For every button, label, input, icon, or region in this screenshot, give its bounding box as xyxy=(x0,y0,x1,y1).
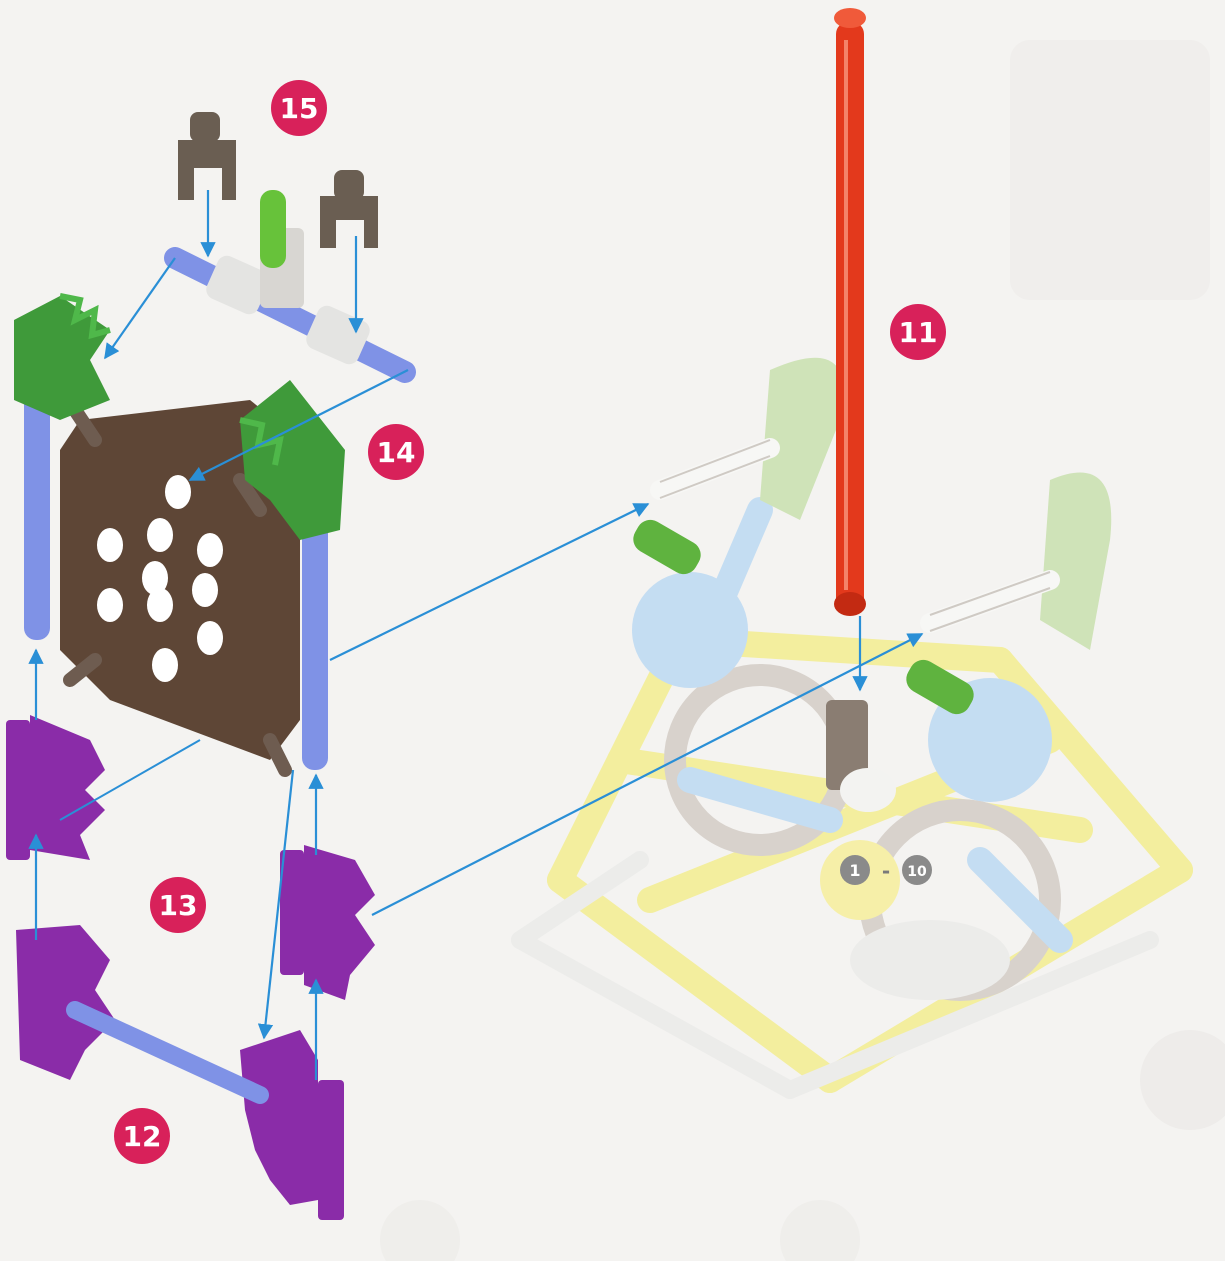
ghost-white-hub xyxy=(840,768,896,812)
step-badge-11: 11 xyxy=(890,304,946,360)
step-badge-14-text: 14 xyxy=(377,436,416,469)
step-badge-15-text: 15 xyxy=(280,92,319,125)
step-badge-12-text: 12 xyxy=(123,1120,162,1153)
blue-rod-right xyxy=(302,520,328,770)
top-subassembly xyxy=(175,112,405,372)
range-start-text: 1 xyxy=(849,861,860,880)
step-badge-12: 12 xyxy=(114,1108,170,1164)
ghost-green-connector-left xyxy=(628,515,706,579)
blue-rod-left xyxy=(24,380,50,640)
red-rod xyxy=(834,8,866,616)
purple-connector-bottom-right xyxy=(240,1030,344,1220)
step-badge-13-text: 13 xyxy=(159,889,198,922)
purple-connector-lower-left xyxy=(16,925,115,1080)
step-badge-13: 13 xyxy=(150,877,206,933)
step-badge-11-text: 11 xyxy=(899,316,938,349)
step-badge-14: 14 xyxy=(368,424,424,480)
green-connector-small xyxy=(260,190,286,268)
ghost-green-gears xyxy=(760,358,1111,650)
step-badge-15: 15 xyxy=(271,80,327,136)
left-subassembly xyxy=(6,296,375,1220)
previous-steps-range: 1 - 10 xyxy=(840,855,932,885)
purple-connector-upper-left xyxy=(6,715,105,860)
blue-rod-bottom xyxy=(75,1010,260,1095)
purple-connector-middle-right xyxy=(280,845,375,1000)
dark-clip-left xyxy=(178,112,236,200)
dark-clip-right xyxy=(320,170,378,248)
range-end-text: 10 xyxy=(907,864,927,880)
range-separator-text: - xyxy=(882,859,890,883)
green-connector-top-left xyxy=(14,296,110,420)
